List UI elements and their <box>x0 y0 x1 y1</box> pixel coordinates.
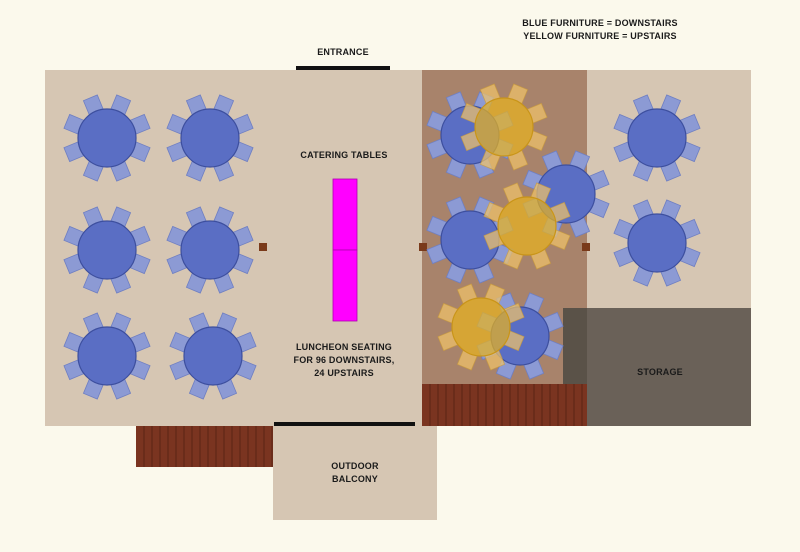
downstairs-tables <box>63 91 701 400</box>
round-table <box>497 196 557 256</box>
deck-boards <box>422 384 587 426</box>
entrance-label: ENTRANCE <box>317 47 369 57</box>
column <box>419 243 427 251</box>
entrance-door[interactable] <box>296 66 390 70</box>
seating-label: LUNCHEON SEATING FOR 96 DOWNSTAIRS, 24 U… <box>293 342 395 378</box>
downstairs-table <box>166 206 254 294</box>
round-table <box>627 213 687 273</box>
column <box>582 243 590 251</box>
upstairs-tables <box>437 83 571 371</box>
round-table <box>180 108 240 168</box>
balcony-label: OUTDOOR BALCONY <box>331 461 379 484</box>
downstairs-table <box>166 94 254 182</box>
balcony-door[interactable] <box>274 422 415 426</box>
downstairs-table <box>169 312 257 400</box>
storage-label: STORAGE <box>637 367 683 377</box>
upstairs-table <box>460 83 548 171</box>
catering-table <box>332 249 358 322</box>
downstairs-table <box>613 94 701 182</box>
upstairs-table <box>483 182 571 270</box>
round-table <box>627 108 687 168</box>
round-table <box>77 326 137 386</box>
downstairs-table <box>613 199 701 287</box>
legend-downstairs: BLUE FURNITURE = DOWNSTAIRS <box>522 18 678 28</box>
downstairs-table <box>63 94 151 182</box>
catering-label: CATERING TABLES <box>300 150 388 160</box>
stair-deck-east <box>422 384 587 426</box>
catering-table <box>332 178 358 251</box>
downstairs-table <box>63 312 151 400</box>
downstairs-table <box>63 206 151 294</box>
deck-boards <box>136 426 273 467</box>
upstairs-table <box>437 283 525 371</box>
round-table <box>77 220 137 280</box>
legend-upstairs: YELLOW FURNITURE = UPSTAIRS <box>523 31 677 41</box>
round-table <box>474 97 534 157</box>
round-table <box>451 297 511 357</box>
storage-room <box>563 308 751 426</box>
storage-divider <box>563 308 587 384</box>
round-table <box>180 220 240 280</box>
round-table <box>77 108 137 168</box>
column <box>259 243 267 251</box>
stair-deck-west <box>136 426 273 467</box>
balcony-floor <box>273 426 437 520</box>
round-table <box>183 326 243 386</box>
